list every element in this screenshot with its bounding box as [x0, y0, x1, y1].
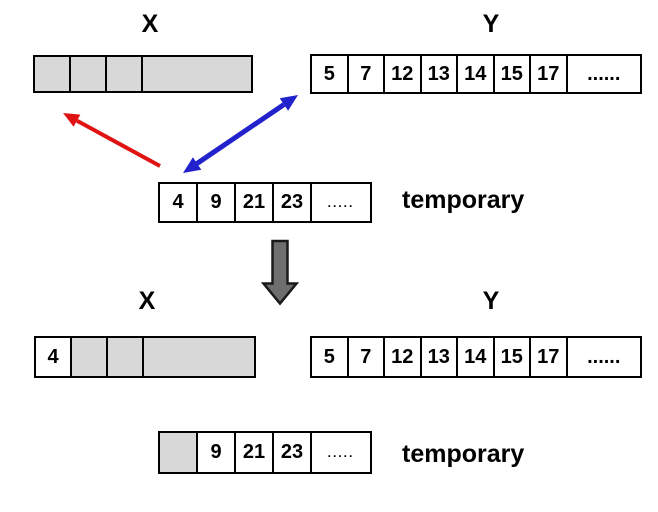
array-cell: ..... — [327, 445, 355, 460]
array-cell — [160, 433, 198, 472]
bottom-y-label: Y — [482, 287, 500, 315]
array-cell: 7 — [349, 56, 385, 92]
array-cell: 12 — [385, 338, 422, 376]
blue-arrow-head-top — [279, 95, 298, 111]
array-cell: 13 — [422, 56, 458, 92]
array-cell: 4 — [160, 184, 198, 221]
array-cell: 14 — [458, 56, 495, 92]
array-cell — [107, 57, 143, 91]
array-cell: 21 — [236, 184, 274, 221]
array-cell: 9 — [198, 433, 236, 472]
array-cell: 7 — [349, 338, 385, 376]
array-cell: ..... — [327, 195, 355, 210]
down-arrow-icon — [260, 239, 300, 306]
array-cell — [71, 57, 107, 91]
array-x-top — [33, 55, 253, 93]
array-cell: 4 — [36, 338, 72, 376]
bottom-temporary-label: temporary — [402, 440, 525, 468]
array-cell: 21 — [236, 433, 274, 472]
array-cell: 5 — [312, 56, 349, 92]
top-y-label: Y — [482, 10, 500, 38]
array-cell: 13 — [422, 338, 458, 376]
array-cell: 12 — [385, 56, 422, 92]
array-cell: 5 — [312, 338, 349, 376]
array-x-bottom: 4 — [34, 336, 256, 378]
array-cell — [35, 57, 71, 91]
array-cell: 17 — [531, 56, 568, 92]
array-cell: ...... — [587, 62, 621, 85]
array-cell — [143, 57, 251, 91]
blue-double-arrow-icon — [183, 95, 298, 173]
array-cell: 23 — [274, 184, 312, 221]
array-cell — [72, 338, 108, 376]
top-x-label: X — [141, 10, 159, 38]
blue-arrow-line — [195, 102, 286, 166]
blue-arrow-head-bottom — [183, 157, 202, 173]
red-arrow-head — [63, 113, 81, 127]
red-arrow-icon — [63, 113, 161, 168]
array-cell: 17 — [531, 338, 568, 376]
array-cell: 9 — [198, 184, 236, 221]
array-cell: 15 — [495, 56, 531, 92]
array-cell: 14 — [458, 338, 495, 376]
array-cell — [108, 338, 144, 376]
array-cell — [144, 338, 254, 376]
array-cell: ...... — [587, 345, 621, 368]
top-temporary-label: temporary — [402, 186, 525, 214]
array-cell: 15 — [495, 338, 531, 376]
array-cell: 23 — [274, 433, 312, 472]
bottom-x-label: X — [138, 287, 156, 315]
red-arrow-line — [76, 118, 161, 168]
